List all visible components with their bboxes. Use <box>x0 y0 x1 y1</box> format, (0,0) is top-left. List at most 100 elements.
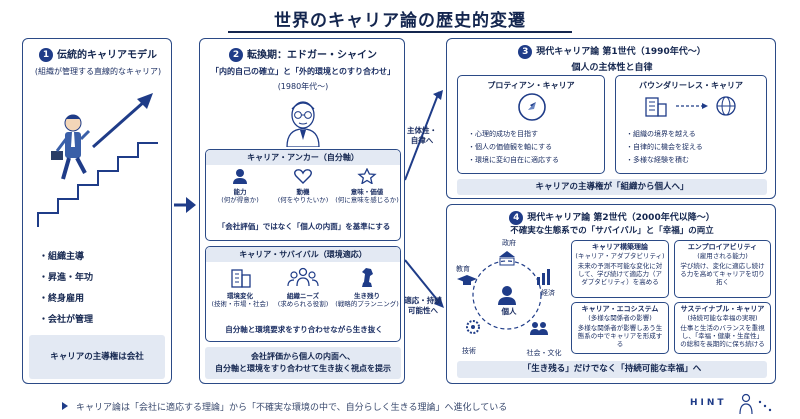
theory-box-construction: キャリア構築理論 (キャリア・アダプタビリティ) 未来の予測不可能な変化に対して… <box>571 240 669 298</box>
anchor-item-1-sub: (何が得意か) <box>221 196 259 205</box>
survival-item-2-sub: (求められる役割) <box>277 300 329 309</box>
eco-node-education: 教育 <box>456 265 470 273</box>
panel2-footer-line1: 会社評価から個人の内面へ、 <box>251 352 355 361</box>
anchor-item-2-label: 動機 <box>296 188 310 196</box>
building-icon <box>231 269 251 288</box>
survival-item-survive: 生き残り (戦略的プランニング) <box>334 266 400 309</box>
career-anchor-title: キャリア・アンカー（自分軸） <box>206 150 400 165</box>
protean-bullet-3: ・環境に変幻自在に適応する <box>468 156 559 164</box>
panel1-bullet-4: ・会社が管理 <box>39 315 94 325</box>
panel2-number: 2 <box>229 48 243 62</box>
survival-item-3-label: 生き残り <box>354 292 380 300</box>
anchor-item-1-label: 能力 <box>233 188 247 196</box>
career-survival-title: キャリア・サバイバル（環境適応） <box>206 247 400 262</box>
panel1-heading: 伝統的キャリアモデル <box>57 50 157 61</box>
theory-2-sub: (雇用される能力) <box>697 252 748 261</box>
anchor-item-meaning: 意味・価値 (何に意味を感じるか) <box>334 167 400 205</box>
theory-3-title: キャリア・エコシステム <box>581 305 659 313</box>
hint-logo-figure-icon <box>739 393 772 415</box>
panel3-footer: キャリアの主導権が「組織から個人へ」 <box>457 179 767 195</box>
theory-4-sub: (持続可能な幸福の実現) <box>687 314 758 323</box>
panel2-quote: 「内的自己の確立」と「外的環境とのすり合わせ」 <box>211 67 395 76</box>
arrow-right-icon <box>174 197 196 213</box>
anchor-item-3-label: 意味・価値 <box>350 188 384 196</box>
theory-box-sustainable: サステイナブル・キャリア (持続可能な幸福の実現) 仕事と生活のバランスを重視し… <box>674 302 771 354</box>
staircase-climber-icon <box>37 93 158 227</box>
panel1-heading-row: 1 伝統的キャリアモデル <box>23 46 173 62</box>
technology-icon <box>466 320 480 334</box>
compass-icon <box>518 93 546 121</box>
panel2-footer-line2: 自分軸と環境をすり合わせて生き抜く視点を提示 <box>215 363 391 373</box>
career-survival-box: キャリア・サバイバル（環境適応） 環境変化 (技術・市場・社会) 組織ニーズ (… <box>205 246 401 342</box>
eco-node-technology: 技術 <box>462 347 476 355</box>
ecosystem-cycle-icon <box>457 251 550 335</box>
panel1-bullet-3: ・終身雇用 <box>39 294 85 304</box>
panel1-bullet-1: ・組織主導 <box>39 252 85 262</box>
star-icon <box>357 167 377 185</box>
chess-icon <box>362 268 373 287</box>
panel4-footer: 「生き残る」だけでなく「持続可能な幸福」へ <box>457 361 767 378</box>
theory-box-employability: エンプロイアビリティ (雇用される能力) 学び続け、変化に適応し続ける力を高めて… <box>674 240 771 298</box>
theory-4-title: サステイナブル・キャリア <box>680 305 765 313</box>
survival-item-2-label: 組織ニーズ <box>286 292 320 300</box>
theory-3-sub: (多様な関係者の影響) <box>588 314 652 323</box>
panel2-period: (1980年代〜) <box>277 82 329 91</box>
protean-career-box: プロティアン・キャリア ・心理的成功を目指す ・個人の価値観を軸にする ・環境に… <box>457 75 605 174</box>
theory-2-title: エンプロイアビリティ <box>687 243 758 251</box>
economy-icon <box>537 269 550 285</box>
theory-4-body: 仕事と生活のバランスを重視し、「幸福・健康・生産性」の総和を長期的に保ち続ける <box>680 323 765 349</box>
survival-item-org-needs: 組織ニーズ (求められる役割) <box>272 266 334 309</box>
career-anchor-box: キャリア・アンカー（自分軸） 能力 (何が得意か) 動機 (何をやりたいか) 意… <box>205 149 401 241</box>
theory-1-title: キャリア構築理論 <box>592 243 648 251</box>
hint-logo: HINT <box>690 398 727 408</box>
protean-bullet-2: ・個人の価値観を軸にする <box>468 143 553 151</box>
eco-center-label: 個人 <box>501 307 517 316</box>
survival-item-1-sub: (技術・市場・社会) <box>211 300 269 309</box>
panel4-subheading: 不確実な生態系での「サバイバル」と「幸福」の両立 <box>510 226 714 236</box>
survival-item-environment: 環境変化 (技術・市場・社会) <box>210 266 270 309</box>
education-icon <box>457 275 477 285</box>
panel1-number: 1 <box>39 48 53 62</box>
panel4-number: 4 <box>509 210 524 225</box>
panel-traditional: 1 伝統的キャリアモデル (組織が管理する直線的なキャリア) ・組織主導 ・昇進・… <box>22 38 172 384</box>
society-icon <box>530 322 548 335</box>
boundaryless-career-box: バウンダリーレス・キャリア ・組織の境界を越える ・自律的に機会を捉える ・多様… <box>615 75 767 174</box>
anchor-item-3-sub: (何に意味を感じるか) <box>335 196 399 205</box>
boundaryless-bullet-2: ・自律的に機会を捉える <box>626 143 703 151</box>
panel1-subheading: (組織が管理する直線的なキャリア) <box>34 67 162 76</box>
panel3-heading: 現代キャリア論 第1世代（1990年代〜） <box>536 47 706 57</box>
theory-3-body: 多様な関係者が影響しあう生態系の中でキャリアを形成する <box>577 323 663 349</box>
theory-2-body: 学び続け、変化に適応し続ける力を高めてキャリアを切り拓く <box>680 261 765 287</box>
survival-item-3-sub: (戦略的プランニング) <box>335 300 399 309</box>
anchor-item-ability: 能力 (何が得意か) <box>210 168 270 205</box>
panel4-heading: 現代キャリア論 第2世代（2000年代以降〜） <box>527 213 715 223</box>
anchor-item-2-sub: (何をやりたいか) <box>277 196 329 205</box>
group-icon <box>287 267 319 287</box>
schein-portrait-icon <box>286 101 320 147</box>
protean-bullet-1: ・心理的成功を目指す <box>468 130 538 138</box>
arrow-label-sustainability: 適応・持続可能性へ <box>404 296 442 315</box>
bottom-summary: キャリア論は「会社に適応する理論」から「不確実な環境の中で、自分らしく生きる理論… <box>76 403 508 413</box>
theory-box-ecosystem: キャリア・エコシステム (多様な関係者の影響) 多様な関係者が影響しあう生態系の… <box>571 302 669 354</box>
title-underline <box>228 31 572 33</box>
government-icon <box>499 251 515 266</box>
branch-arrows-icon <box>405 90 444 308</box>
protean-title: プロティアン・キャリア <box>487 81 575 90</box>
arrow-label-autonomy: 主体性・自律へ <box>407 126 437 145</box>
boundaryless-title: バウンダリーレス・キャリア <box>639 81 743 90</box>
theory-1-body: 未来の予測不可能な変化に対して、学び続けて適応力（アダプタビリティ）を高める <box>577 261 663 287</box>
panel3-subheading: 個人の主体性と自律 <box>571 63 653 73</box>
building-globe-icon <box>645 96 736 117</box>
eco-node-government: 政府 <box>502 239 516 247</box>
panel3-number: 3 <box>518 44 533 59</box>
anchor-item-motivation: 動機 (何をやりたいか) <box>272 168 334 205</box>
heart-icon <box>294 169 312 184</box>
panel1-bullet-2: ・昇進・年功 <box>39 273 94 283</box>
panel1-footer: キャリアの主導権は会社 <box>29 335 165 379</box>
page-title: 世界のキャリア論の歴史的変遷 <box>274 11 526 31</box>
